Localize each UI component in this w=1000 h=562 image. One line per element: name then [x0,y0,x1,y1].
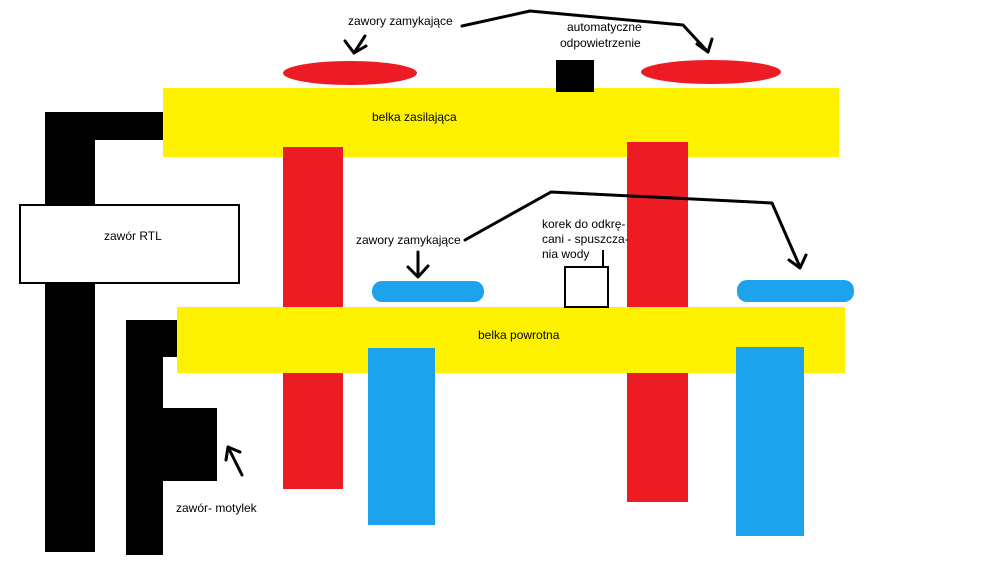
return-pipe-left [368,348,435,525]
arrow-to-right-blue-valve [463,190,808,270]
drain-label-line3: nia wody [542,247,589,261]
rtl-valve-label: zawór RTL [104,229,162,243]
auto-vent-square [556,60,594,92]
auto-vent-label-line2: odpowietrzenie [560,36,641,50]
shutoff-valve-blue-right [737,280,854,302]
arrow-to-left-blue-valve [406,250,430,279]
drain-plug-square [564,266,609,308]
valves-bottom-label: zawory zamykające [356,233,461,247]
butterfly-valve-label: zawór- motylek [176,501,258,515]
shutoff-valve-red-right [641,60,781,84]
arrow-to-right-red-valve [460,9,714,54]
arrow-to-butterfly-valve [224,445,244,477]
rtl-valve-box [19,204,240,284]
shutoff-valve-red-left [283,61,417,85]
supply-beam [163,88,839,157]
butterfly-valve-stem [157,438,180,451]
secondary-black-pipe [126,320,181,555]
arrow-to-left-red-valve [343,34,368,55]
return-beam-label: belka powrotna [478,328,560,342]
return-pipe-right [736,347,804,536]
drain-label-line2: cani - spuszcza- [542,232,629,246]
supply-beam-label: belka zasilająca [372,110,457,124]
return-beam [177,307,845,373]
shutoff-valve-blue-left [372,281,484,302]
auto-vent-label-line1: automatyczne [567,20,642,34]
valves-top-label: zawory zamykające [348,14,453,28]
drain-label-line1: korek do odkrę- [542,217,625,231]
